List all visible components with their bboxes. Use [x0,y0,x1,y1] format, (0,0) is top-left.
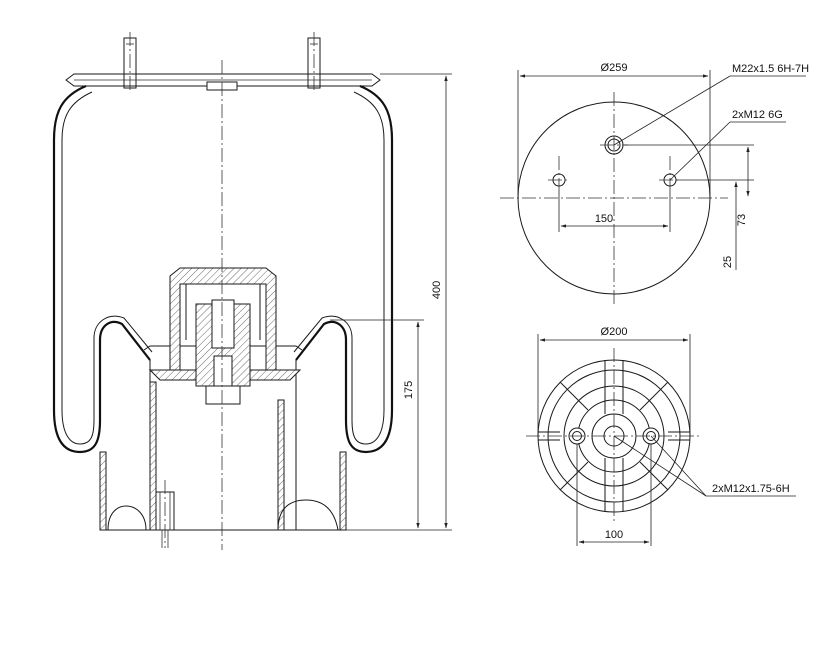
dim-200-label: Ø200 [601,326,628,338]
mounting-stud-right [307,32,321,92]
side-section-view: 400 175 [52,32,452,550]
dimension-offsets: 73 25 [624,144,754,270]
dimension-bottom-diameter: Ø200 [537,326,691,436]
dimension-hole-spacing: 100 [576,444,652,546]
dim-25-label: 25 [722,256,734,268]
mounting-stud-left [123,32,137,92]
dim-73-label: 73 [736,214,748,226]
dimension-top-diameter: Ø259 [517,62,711,198]
dim-100-label: 100 [605,529,623,541]
piston-ribs [538,360,690,512]
top-plan-view: Ø259 M22x1.5 6H-7H 2xM12 6G 150 73 [500,62,809,306]
dim-400-label: 400 [431,281,443,299]
dimension-piston-height: 175 [330,319,424,529]
leader-bottom-threads: 2xM12x1.75-6H [613,435,796,497]
dimension-stud-spacing: 150 [558,190,671,232]
label-bottom-threads: 2xM12x1.75-6H [712,483,790,495]
top-bead-plate [65,73,381,91]
dim-175-label: 175 [403,381,415,399]
piston-body [99,345,347,548]
bottom-plan-view: Ø200 2xM12x1.75-6H 100 [526,326,796,546]
inner-bumper [169,267,277,405]
dimension-total-height: 400 [346,73,452,531]
rubber-bellow [52,84,394,454]
label-studs: 2xM12 6G [732,109,783,121]
label-center-thread: M22x1.5 6H-7H [732,63,809,75]
stud-hole-left [548,156,570,190]
leader-studs: 2xM12 6G [669,109,786,181]
dim-259-label: Ø259 [601,62,628,74]
leader-center-thread: M22x1.5 6H-7H [613,63,809,146]
dim-150-label: 150 [595,213,613,225]
